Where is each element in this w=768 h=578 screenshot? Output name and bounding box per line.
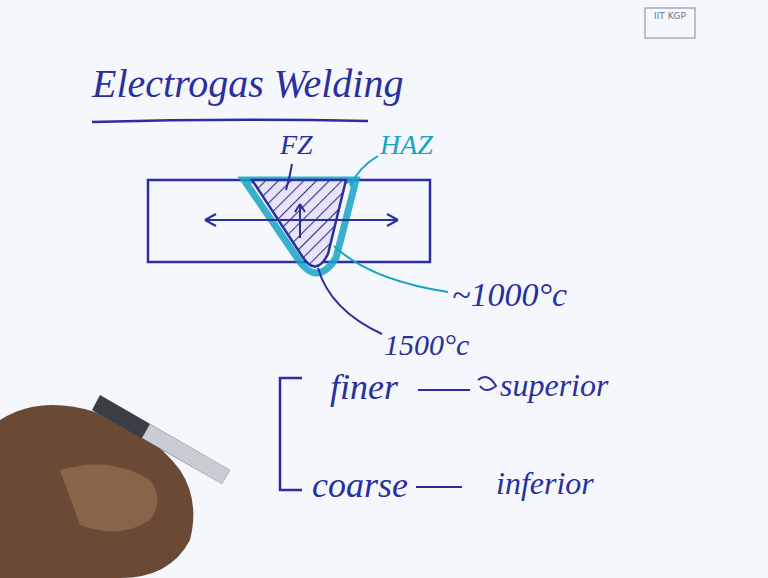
arrow-head: [387, 214, 398, 226]
hand-illustration: [0, 395, 230, 578]
bracket: [280, 378, 302, 490]
title: Electrogas Welding: [92, 62, 403, 106]
direction-line: [205, 219, 398, 221]
property-label: superior: [500, 368, 608, 403]
scribble: [478, 377, 496, 390]
fusion-zone: [252, 180, 346, 267]
stamp-text: IIT KGP: [649, 12, 691, 22]
zone-label: HAZ: [380, 130, 433, 161]
temperature-label: ~1000°c: [452, 276, 567, 313]
property-label: inferior: [496, 466, 594, 501]
temperature-label: 1500°c: [384, 328, 469, 361]
dash: [416, 486, 462, 488]
arrow-up: [295, 204, 305, 238]
haz-band: [244, 180, 356, 273]
leader-line: [334, 246, 448, 292]
title-underline: [92, 120, 368, 122]
grain-label: coarse: [312, 466, 408, 506]
leader-line: [318, 268, 382, 334]
grain-label: finer: [330, 368, 398, 408]
leader-line: [350, 156, 378, 186]
arrow-head: [205, 214, 216, 226]
stamp-box: [645, 8, 695, 38]
zone-label: FZ: [280, 130, 313, 161]
dash: [418, 389, 470, 391]
leader-line: [286, 164, 292, 190]
